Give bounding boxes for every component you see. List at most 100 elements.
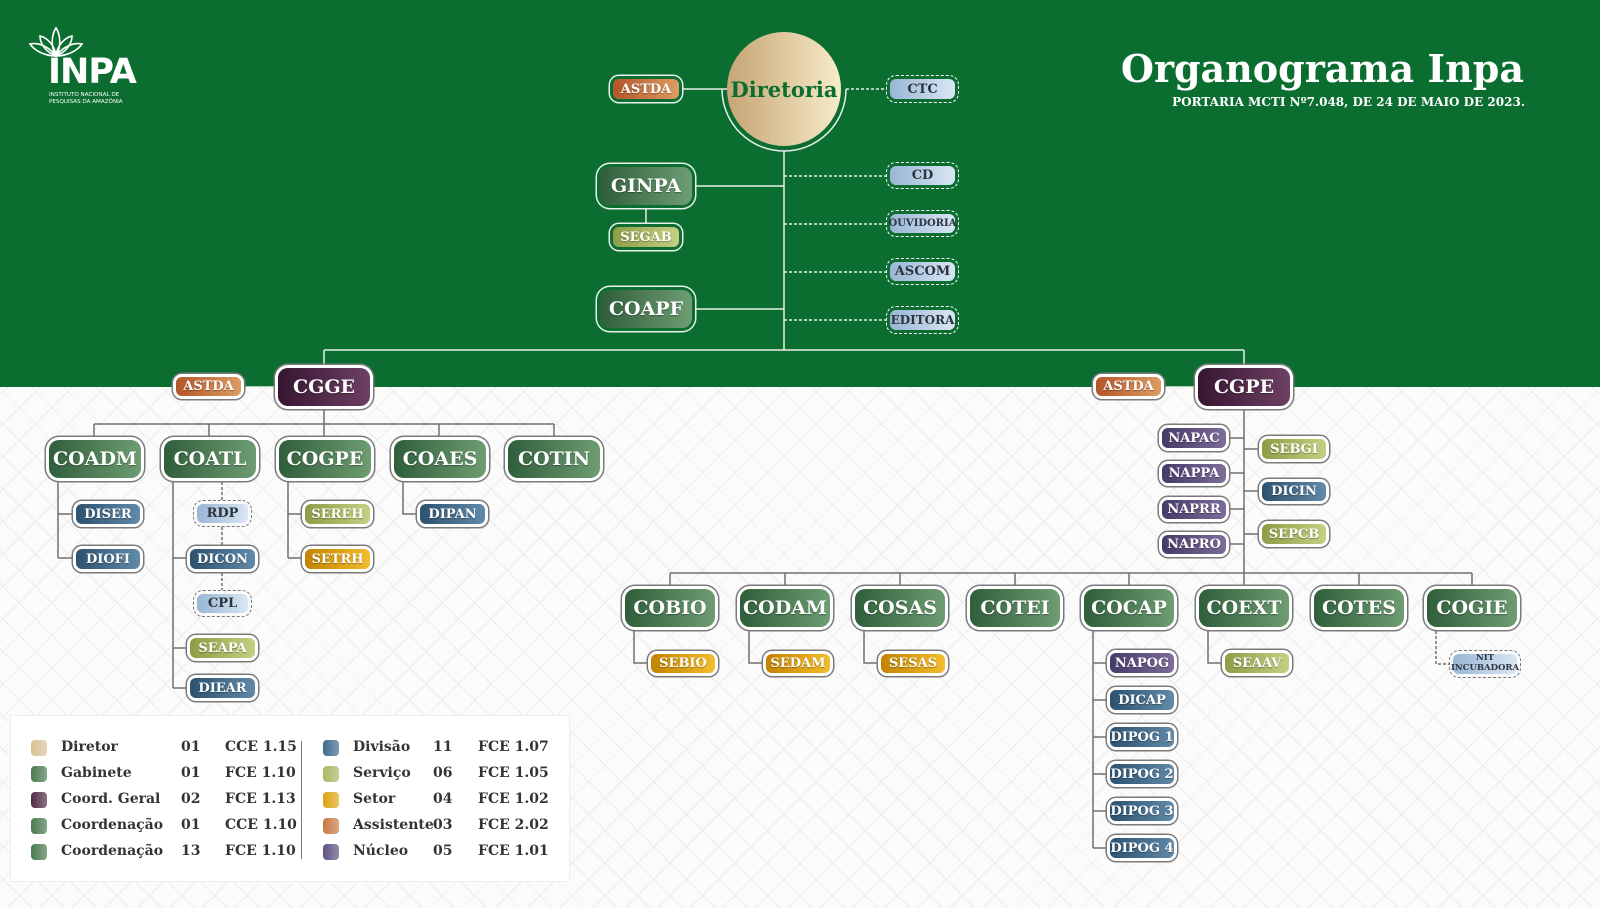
legend-code: FCE 1.07 — [478, 739, 549, 755]
node-coext[interactable]: COEXT — [1199, 589, 1289, 627]
legend-label: Gabinete — [61, 765, 132, 781]
body-background — [0, 387, 1600, 908]
node-cgpe[interactable]: CGPE — [1198, 368, 1290, 406]
legend-label: Coordenação — [61, 817, 164, 833]
node-coatl[interactable]: COATL — [164, 440, 256, 478]
node-sepcb[interactable]: SEPCB — [1262, 524, 1326, 544]
legend-code: FCE 1.13 — [225, 791, 296, 807]
legend-label: Assistente — [353, 817, 434, 833]
node-coaes[interactable]: COAES — [394, 440, 486, 478]
legend-code: CCE 1.15 — [225, 739, 297, 755]
node-ctc[interactable]: CTC — [886, 75, 959, 103]
node-napog[interactable]: NAPOG — [1110, 653, 1174, 673]
node-sebgi[interactable]: SEBGI — [1262, 439, 1326, 459]
legend-count: 01 — [181, 817, 201, 833]
legend-label: Divisão — [353, 739, 411, 755]
page-title: Organograma Inpa — [1120, 46, 1524, 91]
node-nappa[interactable]: NAPPA — [1162, 464, 1226, 483]
legend-swatch — [323, 766, 339, 782]
node-cogie[interactable]: COGIE — [1427, 589, 1517, 627]
legend-label: Núcleo — [353, 843, 409, 859]
node-astda-cgge[interactable]: ASTDA — [176, 377, 241, 396]
node-ouvidoria[interactable]: OUVIDORIA — [886, 210, 959, 237]
node-nit-incubadora[interactable]: NIT INCUBADORA — [1449, 650, 1521, 678]
node-cosas[interactable]: COSAS — [855, 589, 945, 627]
legend-swatch — [323, 792, 339, 808]
node-napro[interactable]: NAPRO — [1162, 535, 1226, 554]
node-cocap[interactable]: COCAP — [1084, 589, 1174, 627]
node-naprr[interactable]: NAPRR — [1162, 500, 1226, 519]
legend-code: FCE 2.02 — [478, 817, 549, 833]
leaf-icon — [28, 26, 84, 58]
nit-label: NIT — [1475, 653, 1495, 664]
node-ascom[interactable]: ASCOM — [886, 258, 959, 285]
node-napac[interactable]: NAPAC — [1162, 428, 1226, 448]
legend-code: FCE 1.05 — [478, 765, 549, 781]
legend-swatch — [31, 740, 47, 756]
legend-code: FCE 1.01 — [478, 843, 549, 859]
node-dicin[interactable]: DICIN — [1262, 482, 1326, 501]
node-dicon[interactable]: DICON — [190, 549, 255, 569]
node-sebio[interactable]: SEBIO — [651, 654, 715, 673]
legend-code: FCE 1.10 — [225, 843, 296, 859]
node-cobio[interactable]: COBIO — [625, 589, 715, 627]
node-dipan[interactable]: DIPAN — [420, 504, 485, 524]
legend-count: 01 — [181, 765, 201, 781]
legend-divider — [301, 741, 302, 859]
legend-count: 11 — [433, 739, 453, 755]
legend-count: 01 — [181, 739, 201, 755]
page-subtitle: PORTARIA MCTI Nº7.048, DE 24 DE MAIO DE … — [1172, 95, 1525, 109]
legend-label: Serviço — [353, 765, 411, 781]
legend-swatch — [31, 766, 47, 782]
node-astda-cgpe[interactable]: ASTDA — [1096, 377, 1161, 396]
node-cotei[interactable]: COTEI — [970, 589, 1060, 627]
node-sereh[interactable]: SEREH — [305, 504, 370, 524]
node-cotes[interactable]: COTES — [1314, 589, 1404, 627]
legend-label: Coordenação — [61, 843, 164, 859]
legend-swatch — [31, 844, 47, 860]
logo-text: INPA — [48, 52, 137, 92]
node-diretoria[interactable]: Diretoria — [727, 32, 841, 146]
node-dicap[interactable]: DICAP — [1110, 690, 1174, 710]
node-coadm[interactable]: COADM — [49, 440, 141, 478]
legend-code: FCE 1.10 — [225, 765, 296, 781]
node-editora[interactable]: EDITORA — [886, 306, 959, 334]
node-dipog-1[interactable]: DIPOG 1 — [1110, 727, 1174, 747]
legend-swatch — [323, 740, 339, 756]
node-dipog-3[interactable]: DIPOG 3 — [1110, 801, 1174, 821]
node-segab[interactable]: SEGAB — [613, 227, 679, 247]
node-rdp[interactable]: RDP — [193, 500, 252, 527]
node-cd[interactable]: CD — [886, 162, 959, 189]
node-setrh[interactable]: SETRH — [305, 549, 370, 569]
node-dipog-4[interactable]: DIPOG 4 — [1110, 838, 1174, 858]
node-seapa[interactable]: SEAPA — [190, 638, 255, 658]
node-codam[interactable]: CODAM — [740, 589, 830, 627]
node-diser[interactable]: DISER — [76, 504, 140, 524]
legend-label: Coord. Geral — [61, 791, 161, 807]
node-sedam[interactable]: SEDAM — [766, 654, 830, 673]
node-seaav[interactable]: SEAAV — [1225, 653, 1289, 673]
legend-swatch — [31, 818, 47, 834]
legend-count: 02 — [181, 791, 201, 807]
legend-label: Diretor — [61, 739, 118, 755]
node-dipog-2[interactable]: DIPOG 2 — [1110, 764, 1174, 784]
legend-code: CCE 1.10 — [225, 817, 297, 833]
legend-count: 06 — [433, 765, 453, 781]
node-diear[interactable]: DIEAR — [190, 678, 255, 698]
logo-subtitle: INSTITUTO NACIONAL DE PESQUISAS DA AMAZÔ… — [49, 92, 123, 106]
node-coapf[interactable]: COAPF — [600, 290, 692, 328]
legend-swatch — [31, 792, 47, 808]
node-sesas[interactable]: SESAS — [881, 654, 945, 673]
legend-count: 05 — [433, 843, 453, 859]
node-diofi[interactable]: DIOFI — [76, 549, 140, 569]
node-ginpa[interactable]: GINPA — [600, 167, 692, 205]
node-cogpe[interactable]: COGPE — [279, 440, 371, 478]
node-astda-diretoria[interactable]: ASTDA — [613, 79, 679, 99]
legend-code: FCE 1.02 — [478, 791, 549, 807]
node-cgge[interactable]: CGGE — [278, 368, 370, 406]
node-cpl[interactable]: CPL — [193, 590, 252, 617]
node-cotin[interactable]: COTIN — [508, 440, 600, 478]
legend-label: Setor — [353, 791, 396, 807]
